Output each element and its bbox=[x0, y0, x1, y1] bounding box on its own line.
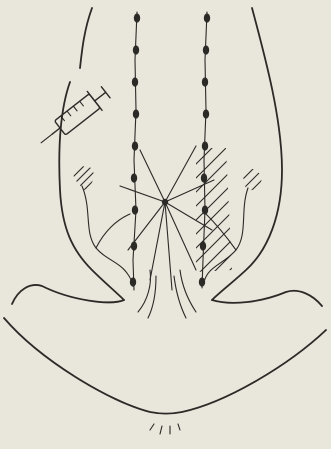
injection-point-right-5 bbox=[202, 141, 208, 150]
star-ray-4 bbox=[165, 180, 214, 202]
perineum-mark bbox=[150, 424, 180, 434]
vessel-network bbox=[82, 146, 248, 318]
injection-point-right-1 bbox=[204, 13, 210, 22]
injection-point-left-4 bbox=[133, 109, 139, 118]
injection-point-right-3 bbox=[202, 77, 208, 86]
injection-point-right-8 bbox=[200, 241, 206, 250]
cord-left bbox=[138, 270, 156, 318]
torso-outline bbox=[4, 8, 326, 434]
cord-right bbox=[174, 270, 196, 318]
injection-point-left-3 bbox=[132, 77, 138, 86]
injection-point-left-6 bbox=[131, 173, 137, 182]
perineum-curve bbox=[4, 318, 326, 414]
vessel-right bbox=[204, 188, 248, 282]
right-flank-line bbox=[212, 8, 282, 300]
injection-tracks bbox=[133, 12, 207, 290]
left-groin-line bbox=[12, 285, 124, 304]
injection-point-left-5 bbox=[132, 141, 138, 150]
vessel-right-upper bbox=[206, 214, 236, 250]
injection-points-right bbox=[199, 13, 210, 286]
injection-point-right-7 bbox=[202, 205, 208, 214]
syringe-icon bbox=[34, 83, 113, 152]
hatched-area-left bbox=[70, 160, 104, 194]
left-flank-line bbox=[59, 8, 124, 300]
vessel-left-upper bbox=[96, 214, 130, 248]
injection-point-left-7 bbox=[132, 205, 138, 214]
hatched-area-right bbox=[238, 164, 270, 194]
injection-point-left-2 bbox=[133, 45, 139, 54]
right-groin-line bbox=[212, 291, 322, 306]
star-center bbox=[162, 199, 168, 205]
injection-point-left-1 bbox=[134, 13, 140, 22]
injection-point-right-4 bbox=[203, 109, 209, 118]
hatched-area-center bbox=[190, 128, 240, 286]
star-ray-2 bbox=[165, 146, 196, 202]
star-ray-6 bbox=[150, 202, 165, 280]
injection-point-right-6 bbox=[201, 173, 207, 182]
injection-point-right-2 bbox=[203, 45, 209, 54]
